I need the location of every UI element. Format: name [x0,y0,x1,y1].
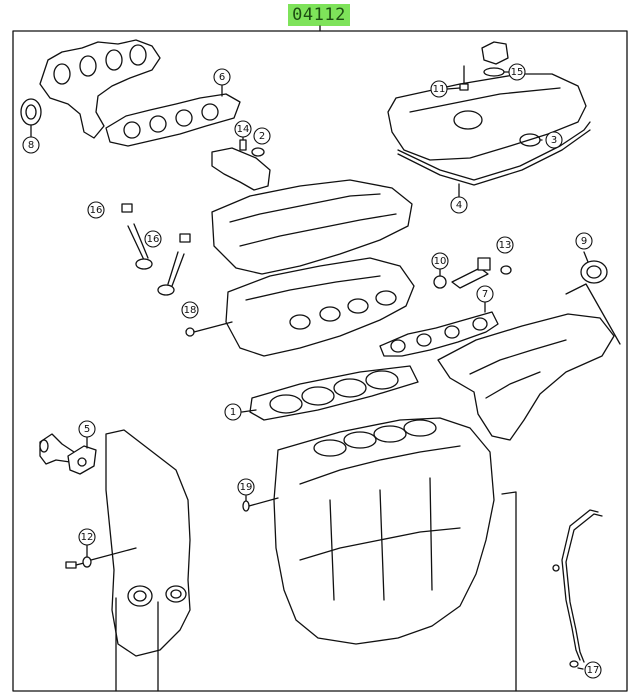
callout-ring [78,420,96,438]
callout-5[interactable]: 5 [78,420,96,438]
callout-ring [476,285,494,303]
camshaft-housing[interactable] [211,179,413,275]
callout-ring [253,127,271,145]
engine-block[interactable] [273,417,495,645]
exhaust-valve[interactable] [157,251,185,296]
valve-stem-seal-a[interactable] [121,203,133,213]
callout-number: 8 [28,140,34,151]
callout-9[interactable]: 9 [575,232,593,250]
callout-19[interactable]: 19 [237,478,255,496]
callout-ring [584,661,602,679]
callout-8[interactable]: 8 [22,136,40,154]
intake-manifold[interactable] [437,313,615,441]
oil-control-valve[interactable] [451,257,491,289]
exhaust-pipe-gasket[interactable] [20,98,42,126]
o-ring[interactable] [185,327,195,337]
callout-14[interactable]: 14 [234,120,252,138]
camshaft-seal[interactable] [433,275,447,289]
callout-11[interactable]: 11 [430,80,448,98]
callout-ring [431,252,449,270]
callout-number: 15 [511,67,524,78]
block-plug[interactable] [242,500,250,512]
callout-number: 6 [219,72,225,83]
cover-bolt-washer[interactable] [65,556,92,569]
intake-valve[interactable] [127,223,153,270]
callout-ring [224,403,242,421]
valve-o-ring[interactable] [500,265,512,275]
oil-dipstick-guide[interactable] [552,509,603,668]
callout-16a[interactable]: 16 [87,201,105,219]
cam-bracket[interactable] [211,139,271,191]
callout-3[interactable]: 3 [545,131,563,149]
exhaust-manifold-gasket[interactable] [105,93,241,147]
timing-chain-cover[interactable] [105,429,191,657]
callout-16b[interactable]: 16 [144,230,162,248]
water-outlet-gasket[interactable] [67,445,97,475]
callout-7[interactable]: 7 [476,285,494,303]
callout-6[interactable]: 6 [213,68,231,86]
callout-ring [450,196,468,214]
callout-number: 9 [581,236,587,247]
callout-ring [575,232,593,250]
callout-18[interactable]: 18 [181,301,199,319]
callout-number: 10 [434,256,447,267]
callout-number: 1 [230,407,236,418]
callout-number: 19 [240,482,253,493]
callout-ring [234,120,252,138]
callout-number: 13 [499,240,512,251]
callout-ring [22,136,40,154]
callout-ring [508,63,526,81]
callout-ring [144,230,162,248]
callout-17[interactable]: 17 [584,661,602,679]
cylinder-head[interactable] [225,257,415,357]
callout-number: 7 [482,289,488,300]
callout-number: 16 [90,205,103,216]
callout-number: 5 [84,424,90,435]
callout-number: 3 [551,135,557,146]
callout-4[interactable]: 4 [450,196,468,214]
exhaust-manifold[interactable] [39,39,161,139]
oil-filler-cap[interactable] [481,41,509,77]
callout-number: 11 [433,84,446,95]
callout-13[interactable]: 13 [496,236,514,254]
intake-manifold-gasket[interactable] [379,311,499,357]
head-cover-gasket[interactable] [397,121,591,181]
callout-ring [213,68,231,86]
callout-15[interactable]: 15 [508,63,526,81]
callout-ring [430,80,448,98]
cylinder-head-gasket[interactable] [249,365,419,421]
callout-number: 18 [184,305,197,316]
callout-ring [78,528,96,546]
callout-ring [87,201,105,219]
throttle-body-gasket[interactable] [580,260,608,284]
callout-number: 14 [237,124,250,135]
callout-10[interactable]: 10 [431,252,449,270]
callout-ring [237,478,255,496]
part-group-id[interactable]: 04112 [288,4,350,26]
callout-12[interactable]: 12 [78,528,96,546]
callout-ring [181,301,199,319]
callout-number: 4 [456,200,462,211]
callout-number: 17 [587,665,600,676]
callout-ring [496,236,514,254]
callout-number: 12 [81,532,94,543]
valve-stem-seal-b[interactable] [179,233,191,243]
callout-number: 16 [147,234,160,245]
diagram-frame [12,30,628,692]
callout-number: 2 [259,131,265,142]
cover-bolt[interactable] [459,65,469,91]
callout-2[interactable]: 2 [253,127,271,145]
callout-1[interactable]: 1 [224,403,242,421]
callout-ring [545,131,563,149]
